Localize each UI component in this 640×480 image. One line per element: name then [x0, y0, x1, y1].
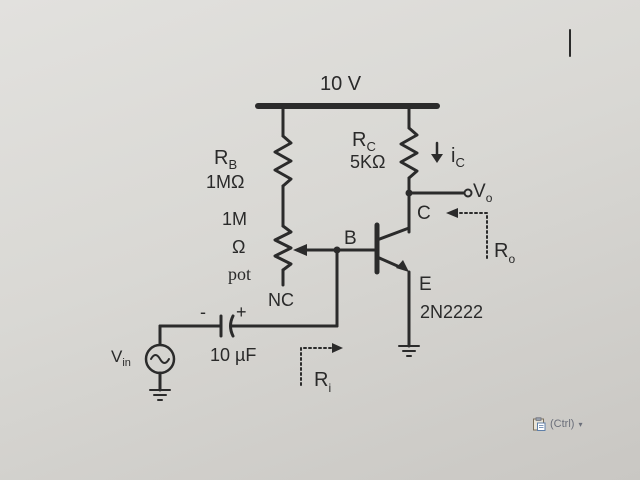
paste-options-button[interactable]: (Ctrl) ▾: [532, 414, 610, 434]
ic-label: iC: [451, 145, 465, 170]
collector-leg: [375, 226, 411, 242]
base-label: B: [344, 228, 357, 249]
base-junction: [333, 246, 341, 254]
rb-label: RB: [214, 147, 237, 172]
ic-arrowhead: [431, 154, 443, 163]
cap-plus-label: +: [236, 302, 247, 322]
pot-type-label: pot: [228, 264, 251, 284]
ri-arrowhead: [332, 343, 343, 353]
ro-label: Ro: [494, 240, 515, 266]
chevron-down-icon: ▾: [578, 419, 583, 429]
nc-label: NC: [268, 290, 294, 310]
ri-label: Ri: [314, 369, 331, 395]
cap-minus-label: -: [200, 302, 206, 322]
rc-resistor: [399, 126, 419, 180]
rb-resistor: [273, 134, 293, 188]
rc-label: RC: [352, 129, 376, 154]
collector-label: C: [417, 203, 431, 224]
ro-arrowhead: [446, 208, 458, 218]
clipboard-icon: [532, 417, 546, 431]
ri-dotted-path: [300, 347, 334, 386]
paste-options-label: (Ctrl): [550, 418, 575, 430]
source-sine: [150, 354, 170, 364]
vin-label: Vin: [111, 347, 131, 369]
pot-unit-label: Ω: [232, 237, 245, 257]
supply-label: 10 V: [320, 73, 362, 95]
rc-value: 5KΩ: [350, 152, 385, 172]
transistor-label: 2N2222: [420, 302, 483, 322]
emitter-arrowhead: [396, 260, 409, 272]
cap-plate-right: [229, 314, 235, 338]
ro-dotted-path: [459, 212, 488, 259]
wiper-arrowhead: [293, 244, 307, 256]
rb-value: 1MΩ: [206, 172, 244, 192]
pot-resistor: [273, 224, 293, 272]
vo-terminal: [463, 188, 473, 198]
vo-label: Vo: [473, 181, 493, 205]
cap-value-label: 10 µF: [210, 345, 256, 365]
collector-junction: [405, 189, 413, 197]
emitter-label: E: [419, 274, 432, 295]
pot-value-label: 1M: [222, 209, 247, 229]
